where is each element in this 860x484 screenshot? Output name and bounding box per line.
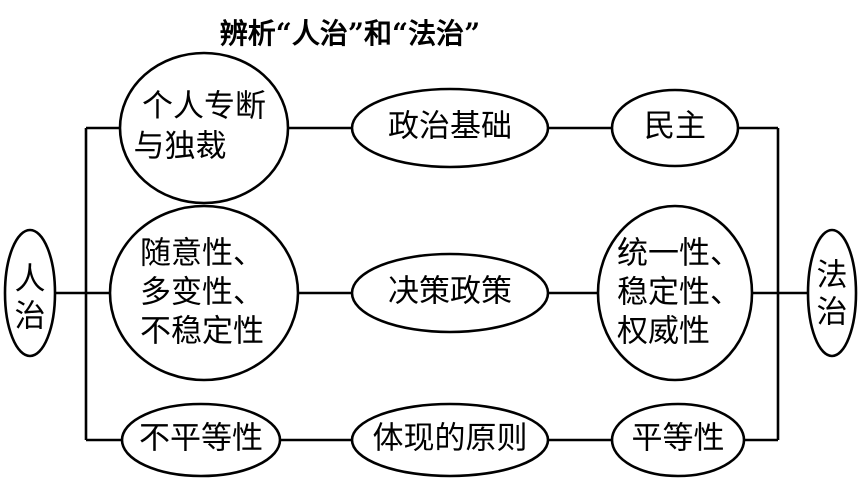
diagram-title: 辨析“人治”和“法治” — [219, 17, 481, 50]
row1-law-line-1: 民主 — [644, 109, 706, 145]
row1-criterion: 政治基础 — [350, 87, 550, 169]
row2-law-line-1: 统一性、 — [617, 236, 741, 272]
row3-criterion: 体现的原则 — [350, 402, 550, 478]
row3-law-line-1: 平等性 — [632, 421, 725, 457]
row2-criterion-label: 决策政策 — [388, 274, 512, 310]
connector-lines — [55, 126, 808, 442]
rule-of-man-char-2: 治 — [15, 299, 46, 335]
row2-rule-of-man-trait: 随意性、 多变性、 不稳定性 — [108, 204, 300, 382]
row2-criterion: 决策政策 — [350, 252, 550, 334]
row2-man-line-2: 多变性、 — [140, 275, 264, 311]
rule-of-law-char-2: 治 — [817, 295, 848, 331]
row2-law-line-2: 稳定性、 — [617, 275, 741, 311]
row1-man-line-1: 个人专断 — [142, 89, 266, 125]
rule-of-law-node: 法 治 — [806, 228, 858, 358]
row2-law-line-3: 权威性 — [617, 314, 710, 350]
row3-man-line-1: 不平等性 — [139, 421, 263, 457]
rule-of-law-char-1: 法 — [817, 258, 848, 294]
row2-man-line-3: 不稳定性 — [140, 314, 264, 350]
rule-of-man-char-1: 人 — [15, 262, 46, 298]
row3-rule-of-man-trait: 不平等性 — [120, 402, 282, 478]
row3-criterion-label: 体现的原则 — [373, 421, 528, 457]
row1-rule-of-man-trait: 个人专断 与独裁 — [118, 51, 290, 205]
row1-rule-of-law-trait: 民主 — [610, 88, 740, 168]
row1-man-line-2: 与独裁 — [134, 129, 227, 165]
row2-man-line-1: 随意性、 — [140, 236, 264, 272]
row1-criterion-label: 政治基础 — [388, 109, 512, 145]
row2-rule-of-law-trait: 统一性、 稳定性、 权威性 — [596, 204, 754, 382]
rule-of-man-node: 人 治 — [3, 228, 57, 358]
row3-rule-of-law-trait: 平等性 — [610, 402, 746, 478]
